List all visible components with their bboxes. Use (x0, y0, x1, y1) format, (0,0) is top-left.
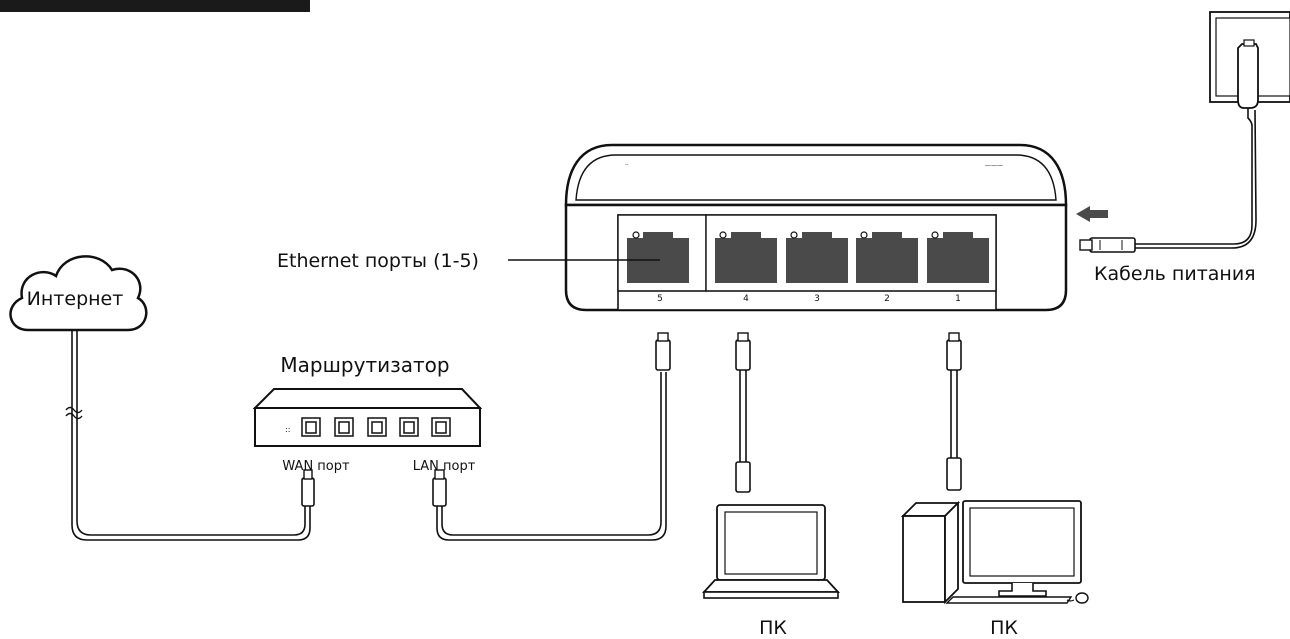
desktop-pc: ПК (900, 500, 1089, 639)
power-adapter (1237, 39, 1259, 109)
port-number-3: 3 (814, 294, 820, 304)
internet-label: Интернет (27, 288, 124, 310)
laptop-cable (735, 332, 751, 493)
switch-port-4 (715, 231, 777, 283)
port-number-2: 2 (884, 294, 890, 304)
port-number-1: 1 (955, 294, 961, 304)
router: Маршрутизатор :: WAN порт LAN порт (252, 353, 483, 474)
wan-port-label: WAN порт (282, 459, 350, 474)
laptop-pc-label: ПК (759, 617, 787, 639)
lan-port-label: LAN порт (413, 459, 476, 474)
svg-text:———: ——— (985, 162, 1003, 169)
router-label: Маршрутизатор (280, 353, 449, 377)
switch-port-1 (927, 231, 989, 283)
break-mark (65, 406, 83, 420)
switch-port-2 (856, 231, 918, 283)
internet-cable (65, 330, 311, 541)
internet-cloud: Интернет (9, 255, 148, 332)
port-number-4: 4 (743, 294, 749, 304)
plug-in-arrow-icon (1076, 206, 1108, 222)
lan-cable (436, 372, 667, 541)
header-bar (0, 0, 310, 12)
desktop-pc-label: ПК (990, 617, 1018, 639)
wan-connector (301, 477, 315, 507)
svg-text:··: ·· (625, 162, 629, 169)
svg-text:::: :: (285, 425, 290, 434)
switch-port-3 (786, 231, 848, 283)
desktop-cable (946, 332, 962, 491)
ethernet-ports-label: Ethernet порты (1-5) (277, 250, 479, 272)
switch5-connector (655, 339, 671, 371)
power-cable (1135, 108, 1257, 249)
switch-port-5 (627, 231, 689, 283)
port-number-5: 5 (657, 294, 663, 304)
power-cable-label: Кабель питания (1094, 263, 1256, 285)
router-ports (301, 417, 451, 437)
lan-connector (432, 477, 447, 507)
laptop: ПК (701, 504, 841, 639)
power-plug (1079, 237, 1136, 253)
switch: ·· ——— 5 4 3 (564, 143, 1068, 312)
